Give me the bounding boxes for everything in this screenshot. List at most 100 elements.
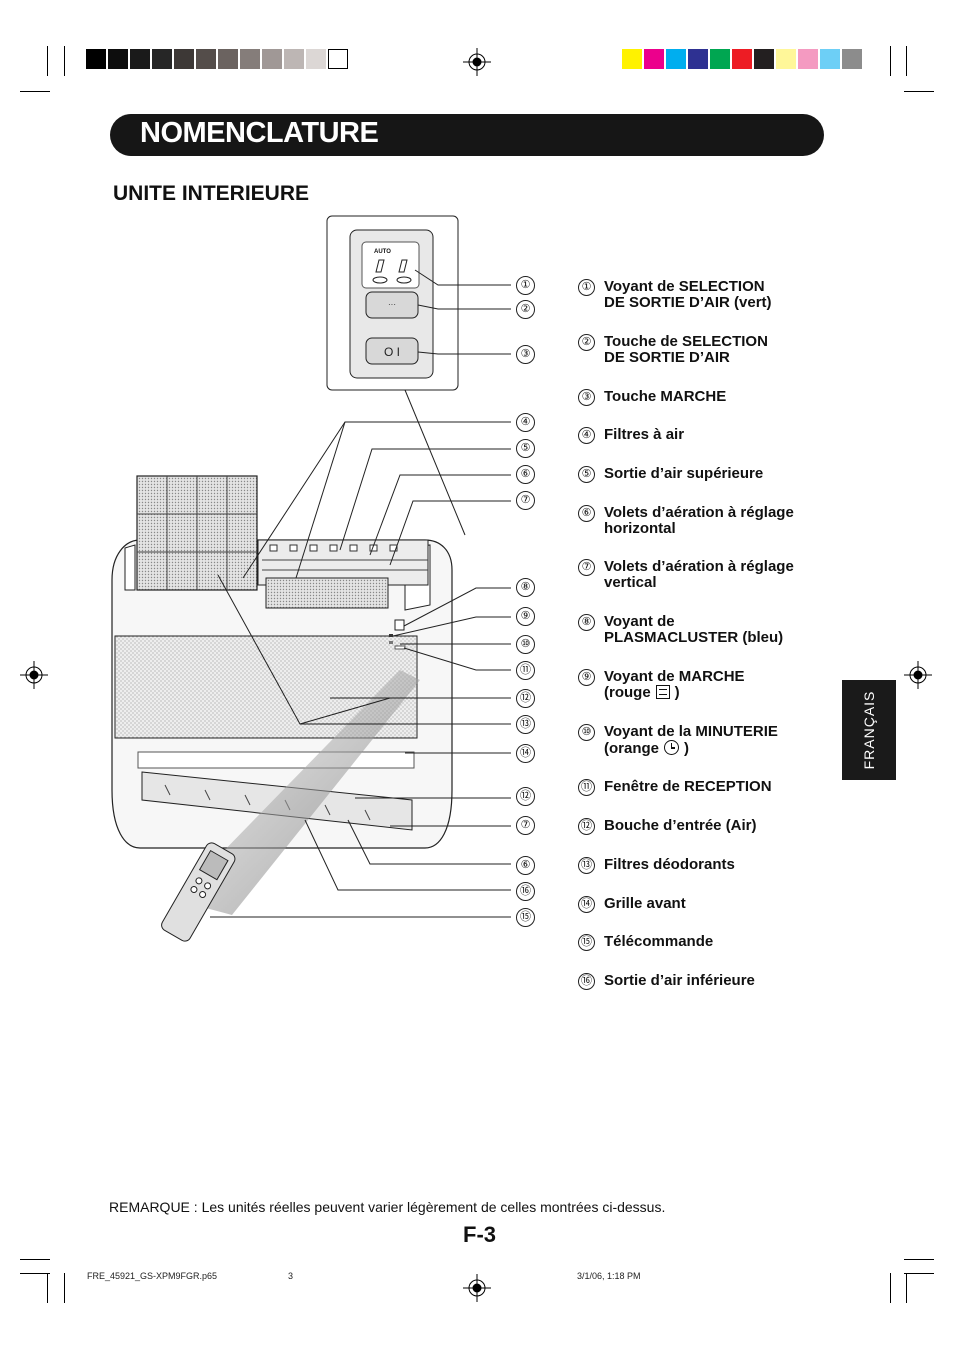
power-button-label: O I: [384, 345, 400, 359]
section-subtitle: UNITE INTERIEURE: [113, 182, 310, 205]
gray-swatch: [240, 49, 260, 69]
gray-swatch: [262, 49, 282, 69]
legend-number: ③: [578, 389, 595, 406]
legend-number: ⑨: [578, 669, 595, 686]
gray-swatch: [196, 49, 216, 69]
legend-line1: Voyant de: [604, 613, 675, 630]
legend-line2: (rouge): [604, 685, 745, 701]
callout-number: ⑩: [516, 635, 535, 654]
select-button-label: ···: [388, 300, 396, 309]
legend-line2: horizontal: [604, 521, 794, 537]
legend-line1: Grille avant: [604, 895, 686, 912]
legend-line2-text: (orange: [604, 740, 660, 757]
gray-swatch: [328, 49, 348, 69]
color-swatch: [776, 49, 796, 69]
callout-number: ③: [516, 345, 535, 364]
callout-number: ②: [516, 300, 535, 319]
legend-line2: (orange): [604, 740, 778, 757]
color-swatch: [644, 49, 664, 69]
remote-control: [161, 842, 236, 942]
callout-number: ⑤: [516, 439, 535, 458]
footer-filename: FRE_45921_GS-XPM9FGR.p65: [87, 1271, 218, 1281]
color-swatch: [842, 49, 862, 69]
gray-swatch: [152, 49, 172, 69]
callout-number: ⑫: [516, 787, 535, 806]
legend-line2-text: horizontal: [604, 520, 676, 537]
legend-line2-text: DE SORTIE D’AIR (vert): [604, 294, 772, 311]
page-number: F-3: [463, 1222, 496, 1247]
infrared-beam: [176, 670, 420, 915]
title-bar: NOMENCLATURE: [110, 114, 824, 156]
legend-line1: Bouche d’entrée (Air): [604, 817, 757, 834]
callout-number: ⑬: [516, 715, 535, 734]
legend-number: ⑬: [578, 857, 595, 874]
color-swatch: [754, 49, 774, 69]
legend-number: ①: [578, 279, 595, 296]
legend-line2: vertical: [604, 575, 794, 591]
control-panel-inset: [326, 215, 459, 391]
legend-line1: Sortie d’air inférieure: [604, 972, 755, 989]
callout-number: ⑦: [516, 816, 535, 835]
indoor-unit: [111, 475, 453, 849]
callout-number: ⑭: [516, 744, 535, 763]
gray-swatch: [108, 49, 128, 69]
gray-swatch: [284, 49, 304, 69]
gray-swatch: [174, 49, 194, 69]
legend-number: ⑪: [578, 779, 595, 796]
legend-line2: PLASMACLUSTER (bleu): [604, 630, 783, 646]
legend-number: ⑮: [578, 934, 595, 951]
color-swatch: [732, 49, 752, 69]
callout-number: ⑥: [516, 856, 535, 875]
callout-number: ⑪: [516, 661, 535, 680]
gray-swatch: [306, 49, 326, 69]
color-swatch: [798, 49, 818, 69]
callout-number: ④: [516, 413, 535, 432]
legend-number: ④: [578, 427, 595, 444]
legend-line2-text: DE SORTIE D’AIR: [604, 349, 730, 366]
legend-number: ⑫: [578, 818, 595, 835]
note-text: REMARQUE : Les unités réelles peuvent va…: [109, 1199, 666, 1215]
gray-swatch: [130, 49, 150, 69]
callout-number: ①: [516, 276, 535, 295]
callout-number: ⑦: [516, 491, 535, 510]
color-swatch: [622, 49, 642, 69]
legend-number: ⑭: [578, 896, 595, 913]
callout-number: ⑧: [516, 578, 535, 597]
callout-number: ⑯: [516, 882, 535, 901]
color-swatch: [666, 49, 686, 69]
legend-line1: Filtres à air: [604, 426, 685, 443]
legend-number: ⑥: [578, 505, 595, 522]
legend-line2-text: (rouge: [604, 684, 651, 701]
legend-number: ⑦: [578, 559, 595, 576]
legend-line2-text: vertical: [604, 574, 657, 591]
callout-number: ⑥: [516, 465, 535, 484]
gray-swatch: [86, 49, 106, 69]
timer-clock-icon: [664, 740, 680, 755]
legend-number: ⑤: [578, 466, 595, 483]
color-swatch: [820, 49, 840, 69]
color-swatch: [710, 49, 730, 69]
legend-number: ②: [578, 334, 595, 351]
page-title: NOMENCLATURE: [140, 117, 379, 149]
language-tab: FRANÇAIS: [842, 680, 896, 780]
legend-number: ⑩: [578, 724, 595, 741]
legend-line2-text: PLASMACLUSTER (bleu): [604, 629, 784, 646]
footer-page: 3: [288, 1271, 294, 1281]
callout-number: ⑮: [516, 908, 535, 927]
legend-line1: Voyant de SELECTION: [604, 278, 765, 295]
gray-swatch: [218, 49, 238, 69]
legend-line1: Voyant de MARCHE: [604, 668, 745, 685]
auto-label: AUTO: [374, 249, 391, 255]
legend-line1: Volets d’aération à réglage: [604, 504, 794, 521]
footer-date: 3/1/06, 1:18 PM: [577, 1271, 641, 1281]
callout-number: ⑫: [516, 689, 535, 708]
legend-line1: Voyant de la MINUTERIE: [604, 723, 778, 740]
legend-line2: DE SORTIE D’AIR: [604, 350, 768, 366]
legend-line1: Touche de SELECTION: [604, 333, 768, 350]
legend-line1: Filtres déodorants: [604, 856, 735, 873]
legend-line2: DE SORTIE D’AIR (vert): [604, 295, 772, 311]
callout-number: ⑨: [516, 607, 535, 626]
color-swatch: [688, 49, 708, 69]
